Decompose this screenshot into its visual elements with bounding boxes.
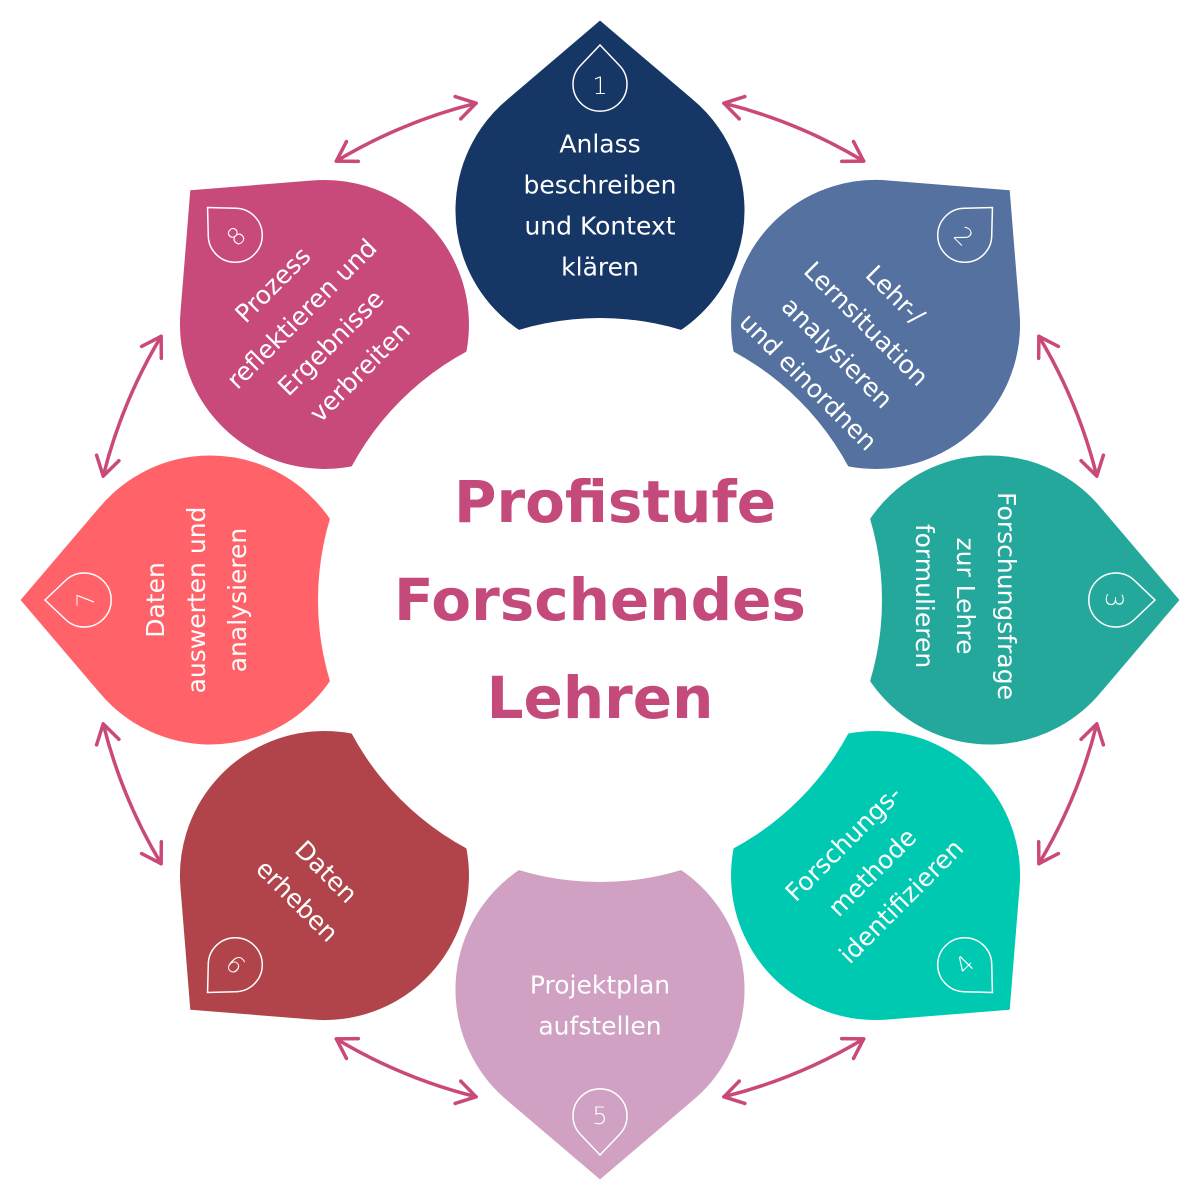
double-arrow-icon <box>334 94 478 164</box>
step-number-badge: 7 <box>43 572 112 628</box>
drop-outline-icon <box>572 43 628 112</box>
step-label-line: Anlass <box>559 130 640 159</box>
drop-outline-icon <box>43 572 112 628</box>
drop-outline-icon <box>206 206 264 264</box>
drop-outline-icon <box>206 936 264 994</box>
step-label-line: aufstellen <box>538 1012 661 1041</box>
step-number: 5 <box>592 1102 607 1130</box>
double-arrow-icon <box>722 1036 866 1106</box>
step-number: 1 <box>592 72 607 100</box>
petal-7: 7 Daten auswerten und analysieren <box>12 448 362 752</box>
step-label: Anlass beschreiben und Kontext klären <box>523 130 676 282</box>
title-line-3: Lehren <box>487 664 714 732</box>
step-number: 7 <box>72 592 100 607</box>
step-label-line: analysieren <box>223 528 252 673</box>
step-number: 3 <box>1100 592 1128 607</box>
drop-outline-icon <box>936 936 994 994</box>
step-label: Daten auswerten und analysieren <box>141 507 252 694</box>
drop-outline-icon <box>1088 572 1157 628</box>
center-circle <box>318 318 882 882</box>
step-label-line: formulieren <box>910 524 939 668</box>
step-label-line: beschreiben <box>523 171 676 200</box>
cycle-arrows <box>94 94 1106 1106</box>
step-label-line: klären <box>561 253 639 282</box>
step-number-badge: 1 <box>572 43 628 112</box>
double-arrow-icon <box>334 1036 478 1106</box>
step-label-line: auswerten und <box>182 507 211 694</box>
drop-outline-icon <box>936 206 994 264</box>
double-arrow-icon <box>722 94 866 164</box>
double-arrow-icon <box>1036 334 1106 478</box>
double-arrow-icon <box>1036 722 1106 866</box>
title-line-2: Forschendes <box>394 566 806 634</box>
step-label-line: zur Lehre <box>951 537 980 654</box>
step-label: Forschungsfrage zur Lehre formulieren <box>910 492 1021 700</box>
double-arrow-icon <box>94 334 164 478</box>
step-number-badge: 3 <box>1088 572 1157 628</box>
title-line-1: Profistufe <box>454 468 776 536</box>
petal-3: 3 Forschungsfrage zur Lehre formulieren <box>838 448 1188 752</box>
drop-outline-icon <box>572 1088 628 1157</box>
step-number-badge: 5 <box>572 1088 628 1157</box>
step-label-line: Daten <box>141 562 170 638</box>
center-title: Profistufe Forschendes Lehren <box>394 468 806 732</box>
petal-5: 5 Projektplan aufstellen <box>448 838 752 1188</box>
step-label-line: Projektplan <box>530 971 670 1000</box>
step-label: Projektplan aufstellen <box>530 971 670 1041</box>
double-arrow-icon <box>94 722 164 866</box>
step-label-line: Forschungsfrage <box>992 492 1021 700</box>
step-label-line: und Kontext <box>524 212 675 241</box>
